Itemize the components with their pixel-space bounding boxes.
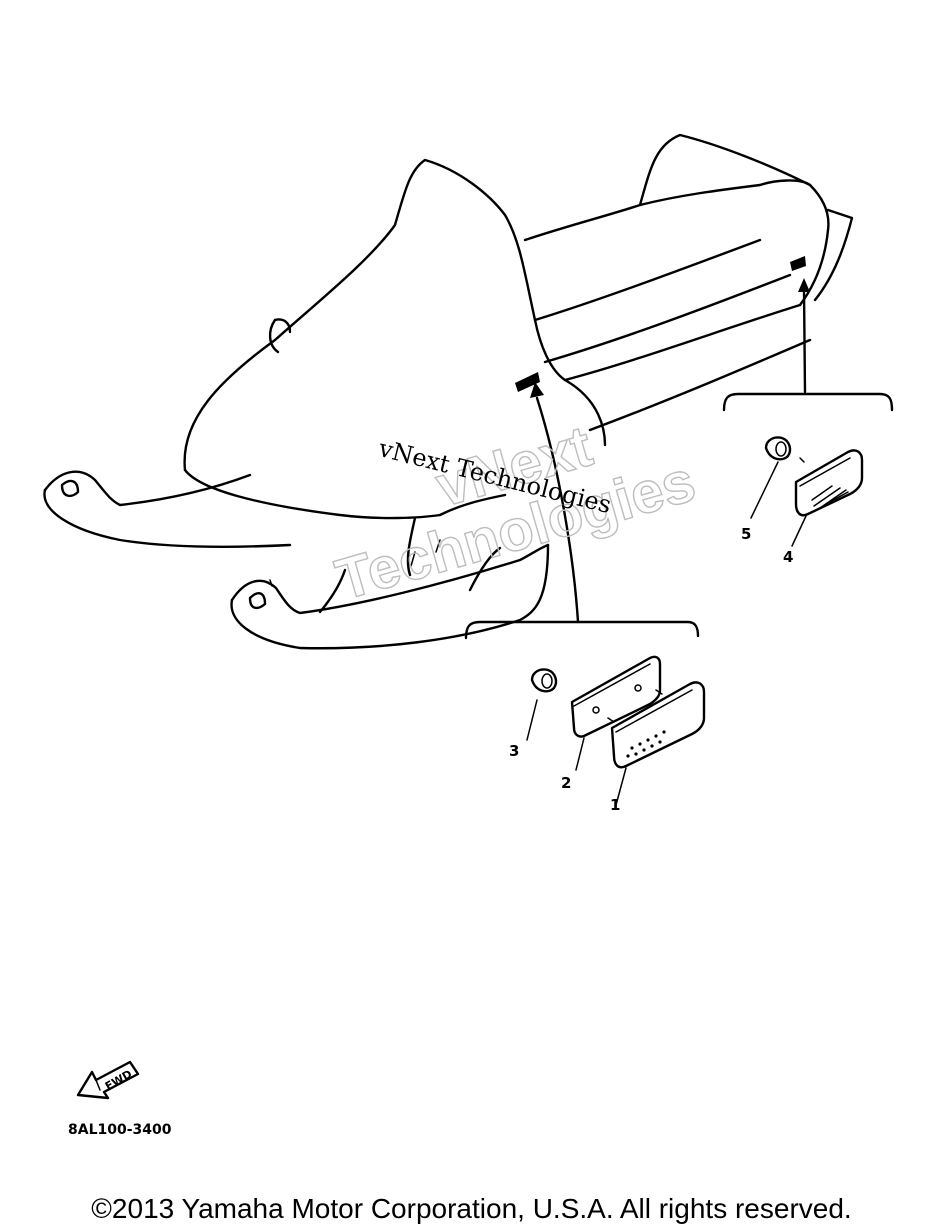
pointer-arrows	[530, 278, 810, 624]
drawing-code: 8AL100-3400	[68, 1122, 172, 1138]
reflector-dots	[626, 730, 666, 758]
callout-2: 2	[561, 774, 571, 792]
callout-4: 4	[783, 548, 793, 566]
fwd-label: FWD	[103, 1067, 134, 1093]
callout-3: 3	[509, 742, 519, 760]
callout-5: 5	[741, 525, 751, 543]
reflector-4-hatch	[811, 485, 849, 509]
part-5-nut	[750, 436, 792, 519]
part-1-reflector	[607, 681, 706, 806]
part-3-nut	[526, 668, 558, 741]
part-4-reflector	[791, 449, 864, 547]
callout-1: 1	[610, 796, 620, 814]
copyright-notice: ©2013 Yamaha Motor Corporation, U.S.A. A…	[91, 1193, 852, 1224]
callout-labels: 1 2 3 4 5	[509, 525, 793, 814]
group-brackets	[464, 392, 894, 640]
part-2-reflector-base	[570, 655, 662, 771]
fwd-indicator: FWD	[76, 1060, 140, 1100]
watermark: vNext Technologies vNext Technologies	[328, 413, 703, 614]
